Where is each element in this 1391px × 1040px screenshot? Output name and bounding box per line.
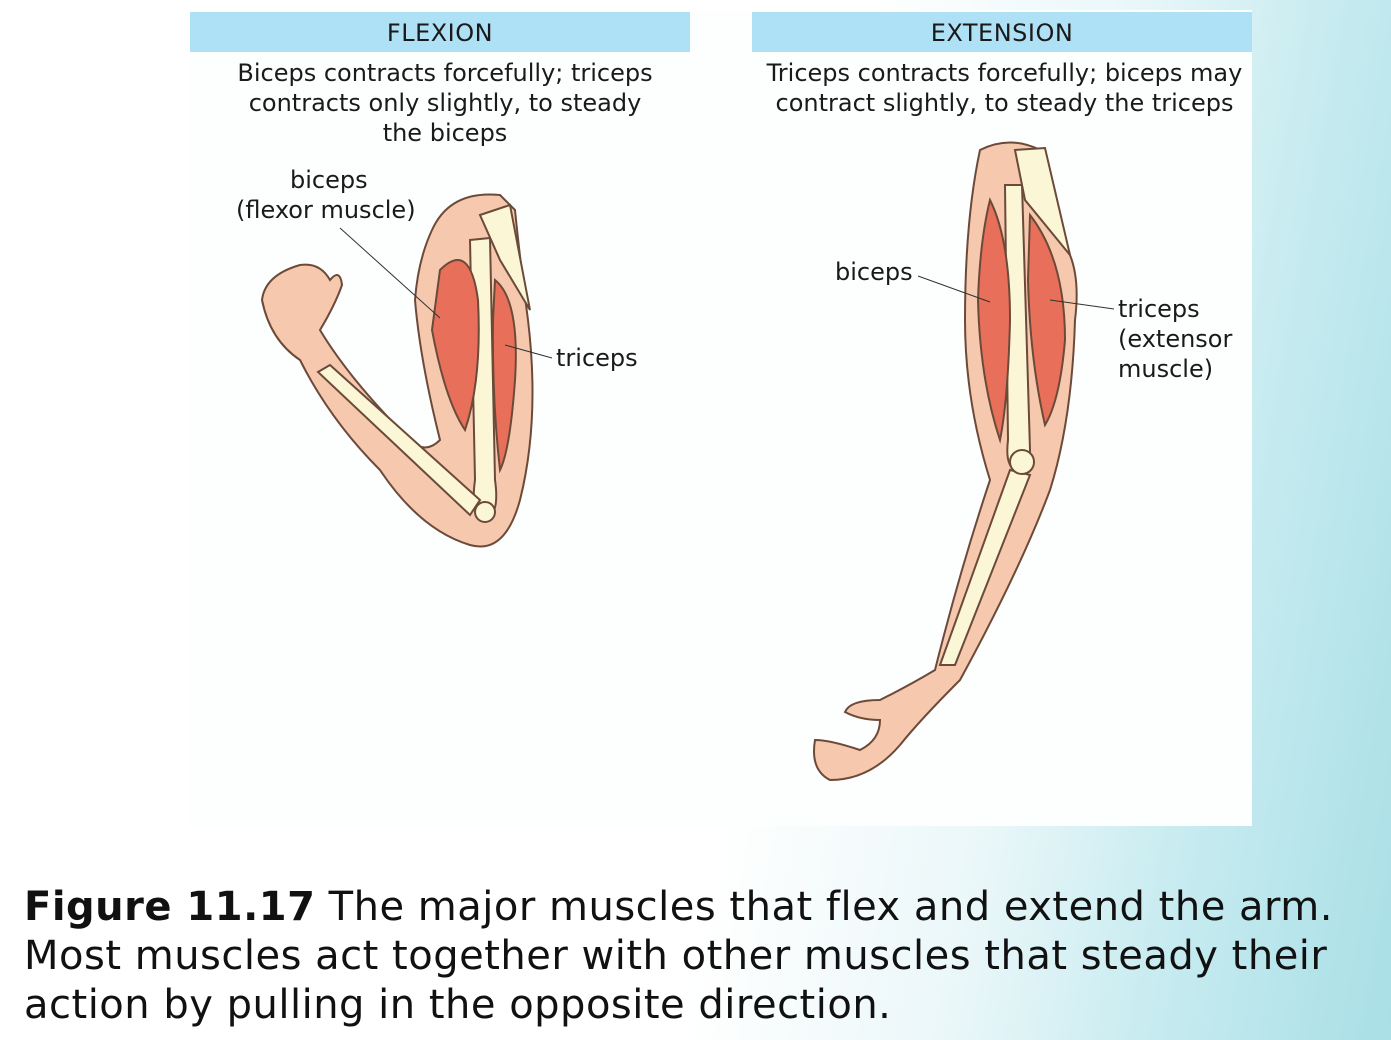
extension-header: EXTENSION	[752, 12, 1252, 52]
extension-description-line: Triceps contracts forcefully; biceps may	[766, 59, 1243, 87]
extension-triceps-label: triceps	[1118, 295, 1200, 323]
extension-triceps-sublabel: muscle)	[1118, 355, 1214, 383]
figure-caption: Figure 11.17 The major muscles that flex…	[24, 883, 1384, 1030]
flexion-biceps-sublabel: (flexor muscle)	[236, 196, 416, 224]
extension-biceps-muscle	[976, 197, 1012, 444]
extension-biceps-label: biceps	[835, 258, 913, 286]
extension-arm-drawing	[813, 141, 1115, 782]
flexion-description: Biceps contracts forcefully; triceps con…	[190, 58, 700, 148]
flexion-description-line: contracts only slightly, to steady	[248, 89, 642, 117]
extension-triceps-muscle	[1026, 212, 1067, 428]
flexion-forearm-bones	[316, 363, 482, 517]
caption-text: action by pulling in the opposite direct…	[24, 982, 892, 1028]
extension-shoulder	[1013, 146, 1071, 256]
extension-description: Triceps contracts forcefully; biceps may…	[752, 58, 1257, 118]
flexion-arm-drawing	[260, 193, 553, 548]
caption-text: Most muscles act together with other mus…	[24, 933, 1328, 979]
caption-text: The major muscles that flex and extend t…	[315, 884, 1333, 930]
figure-number: Figure 11.17	[24, 884, 316, 930]
flexion-description-line: Biceps contracts forcefully; triceps	[237, 59, 653, 87]
extension-triceps-sublabel: (extensor	[1118, 325, 1233, 353]
flexion-description-line: the biceps	[382, 119, 508, 147]
flexion-biceps-label: biceps	[290, 166, 368, 194]
flexion-shoulder	[478, 203, 531, 311]
flexion-biceps-muscle	[430, 259, 480, 433]
flexion-triceps-muscle	[491, 277, 517, 474]
flexion-header: FLEXION	[190, 12, 690, 52]
flexion-triceps-label: triceps	[556, 344, 638, 372]
extension-description-line: contract slightly, to steady the triceps	[775, 89, 1234, 117]
